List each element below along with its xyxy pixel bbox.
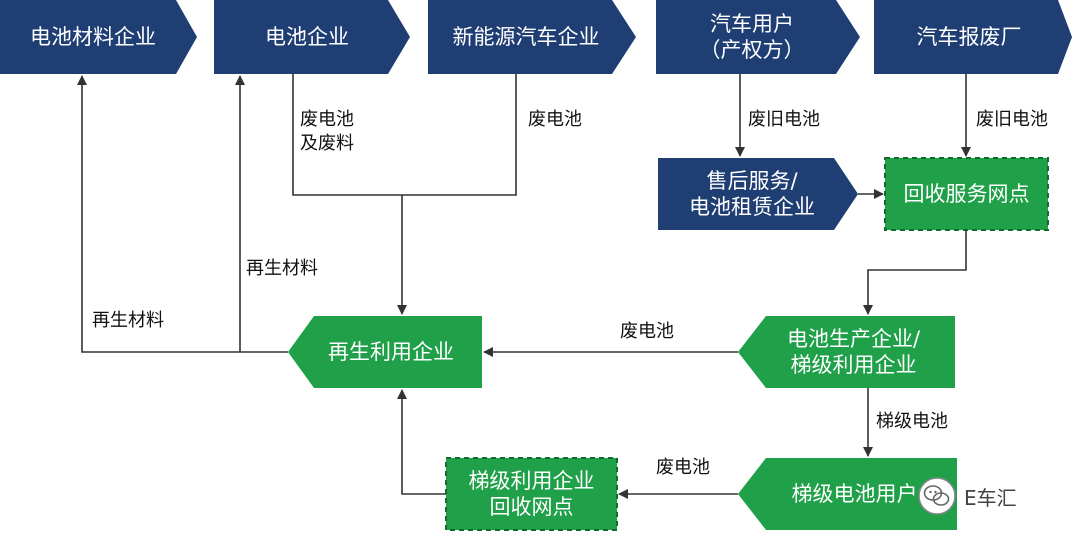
connector-nev-company (402, 74, 517, 196)
watermark-text: E车汇 (964, 485, 1017, 510)
cascade-user-node (738, 458, 957, 530)
edge-label-cascade-battery: 梯级电池 (876, 411, 948, 432)
edge-label-waste-battery-and-material: 废电池 及废料 (300, 109, 354, 155)
recycle-point-node (884, 157, 1049, 231)
edge-label-used-battery-user: 废旧电池 (748, 109, 820, 130)
connector-point-to-recycling (397, 389, 446, 495)
edge-label-recycled-material-2: 再生材料 (246, 258, 318, 279)
edge-label-waste-battery-nev: 废电池 (528, 109, 582, 130)
wechat-icon (918, 477, 956, 515)
connector-recycle-point (863, 230, 967, 315)
edge-label-waste-battery-bottom: 废电池 (656, 457, 710, 478)
nev-company-node (428, 0, 636, 74)
edge-label-recycled-material-1: 再生材料 (92, 310, 164, 331)
car-user-node (656, 0, 860, 74)
cascade-recycle-point-node (445, 457, 618, 531)
scrapyard-node (874, 0, 1072, 74)
watermark: E车汇 (918, 476, 1017, 516)
edge-label-used-battery-scrap: 废旧电池 (976, 109, 1048, 130)
battery-material-node (0, 0, 197, 74)
battery-producer-node (738, 316, 955, 388)
connector-recycled-material-1 (77, 75, 288, 353)
edge-label-waste-battery-mid: 废电池 (620, 321, 674, 342)
aftersales-node (658, 158, 858, 230)
connector-battery-company (292, 74, 402, 196)
recycling-company-node (288, 316, 482, 388)
battery-company-node (214, 0, 410, 74)
